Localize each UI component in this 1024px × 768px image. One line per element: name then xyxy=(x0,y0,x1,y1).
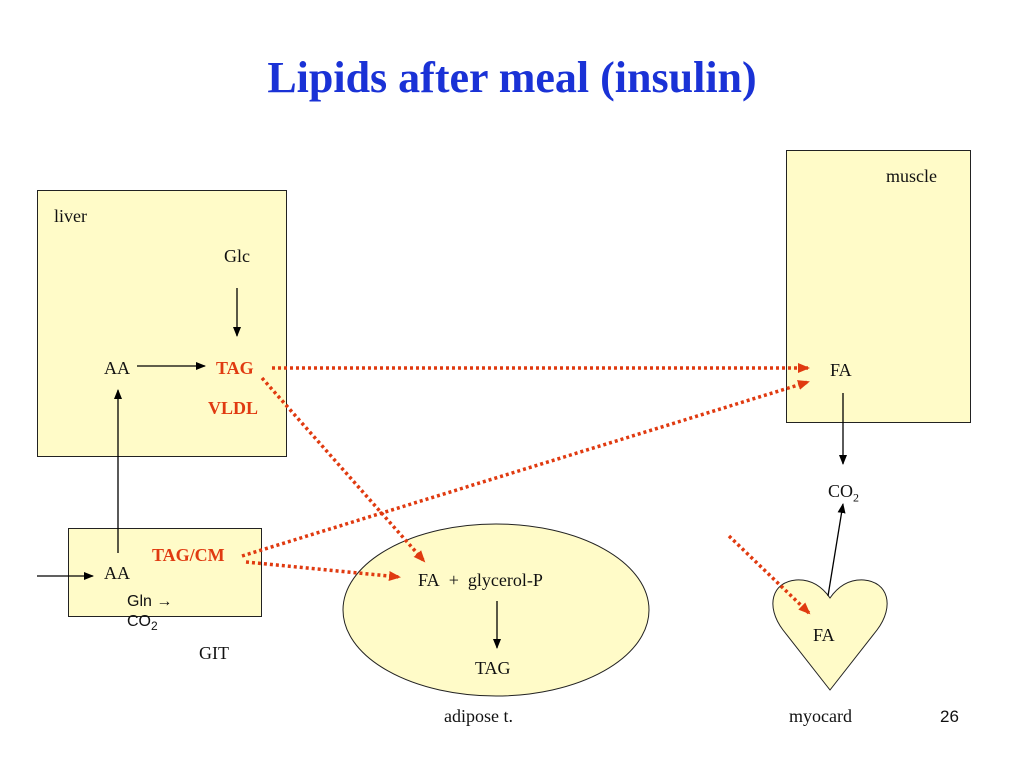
muscle-co2-label: CO2 xyxy=(828,481,860,505)
muscle-box xyxy=(786,150,971,423)
adipose-tag-label: TAG xyxy=(475,658,511,678)
liver-box xyxy=(37,190,287,457)
git-label: GIT xyxy=(199,643,229,663)
liver-vldl-label: VLDL xyxy=(208,398,259,418)
liver-label: liver xyxy=(54,206,87,226)
git-co2-label: CO2 xyxy=(127,613,158,634)
liver-tag-label: TAG xyxy=(216,358,254,378)
git-gln-arrow: → xyxy=(156,593,173,610)
adipose-label: adipose t. xyxy=(444,706,513,726)
git-tagcm-label: TAG/CM xyxy=(152,545,225,565)
git-tagcm-to-adipose-fa-arrow xyxy=(245,560,401,582)
heart-fa-to-co2-arrow xyxy=(827,503,846,597)
to-heart-fa-arrow xyxy=(727,534,811,615)
muscle-label: muscle xyxy=(886,166,937,186)
slide-title: Lipids after meal (insulin) xyxy=(267,53,757,102)
adipose-ellipse xyxy=(342,523,650,697)
git-gln-label: Gln → xyxy=(127,593,173,610)
liver-glc-label: Glc xyxy=(224,246,250,266)
liver-tag-to-adipose-fa-arrow xyxy=(260,376,426,563)
adipose-fa-label: FA xyxy=(418,570,440,590)
adipose-glycerol-label: glycerol-P xyxy=(467,570,543,590)
adipose-reaction-label: FA + glycerol-P xyxy=(418,570,543,591)
muscle-fa-label: FA xyxy=(830,360,852,380)
git-box xyxy=(68,528,262,617)
git-tagcm-to-muscle-fa-arrow xyxy=(241,380,810,558)
myocard-label: myocard xyxy=(789,706,852,726)
page-number: 26 xyxy=(940,707,959,726)
liver-aa-label: AA xyxy=(104,358,130,378)
adipose-plus-label: + xyxy=(448,570,459,590)
myocard-fa-label: FA xyxy=(813,625,835,645)
git-aa-label: AA xyxy=(104,563,130,583)
